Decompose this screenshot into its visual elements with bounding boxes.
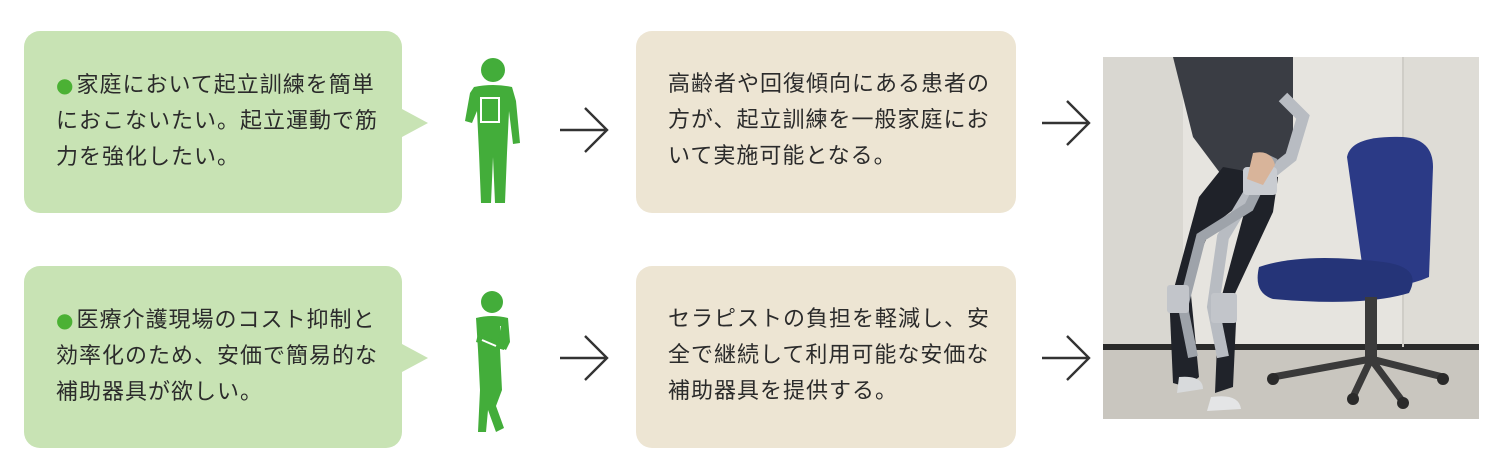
arrow-right-icon bbox=[1042, 100, 1091, 146]
bullet-icon: ● bbox=[56, 73, 75, 97]
need-description: 家庭において起立訓練を簡単におこないたい。起立運動で筋力を強化したい。 bbox=[56, 73, 379, 170]
result-text: 高齢者や回復傾向にある患者の方が、起立訓練を一般家庭において実施可能となる。 bbox=[668, 72, 991, 169]
need-box-cost-reduction: ●医療介護現場のコスト抑制と効率化のため、安価で簡易的な補助器具が欲しい。 bbox=[24, 266, 428, 448]
person-with-document-icon bbox=[465, 58, 520, 203]
arrow-right-icon bbox=[560, 107, 609, 153]
need-text: ●家庭において起立訓練を簡単におこないたい。起立運動で筋力を強化したい。 bbox=[56, 67, 380, 176]
need-description: 医療介護現場のコスト抑制と効率化のため、安価で簡易的な補助器具が欲しい。 bbox=[56, 308, 379, 405]
arrow-right-icon bbox=[560, 335, 609, 381]
result-text: セラピストの負担を軽減し、安全で継続して利用可能な安価な補助器具を提供する。 bbox=[668, 307, 991, 404]
standing-assist-device-image bbox=[1103, 57, 1479, 419]
need-box-home-training: ●家庭において起立訓練を簡単におこないたい。起立運動で筋力を強化したい。 bbox=[24, 31, 428, 213]
result-box-therapist-support: セラピストの負担を軽減し、安全で継続して利用可能な安価な補助器具を提供する。 bbox=[636, 266, 1016, 448]
need-text: ●医療介護現場のコスト抑制と効率化のため、安価で簡易的な補助器具が欲しい。 bbox=[56, 302, 380, 411]
bullet-icon: ● bbox=[56, 308, 75, 332]
arrow-right-icon bbox=[1042, 335, 1091, 381]
exoskeleton-photo bbox=[1103, 57, 1479, 419]
result-box-home-training: 高齢者や回復傾向にある患者の方が、起立訓練を一般家庭において実施可能となる。 bbox=[636, 31, 1016, 213]
person-thinking-icon bbox=[476, 291, 510, 432]
